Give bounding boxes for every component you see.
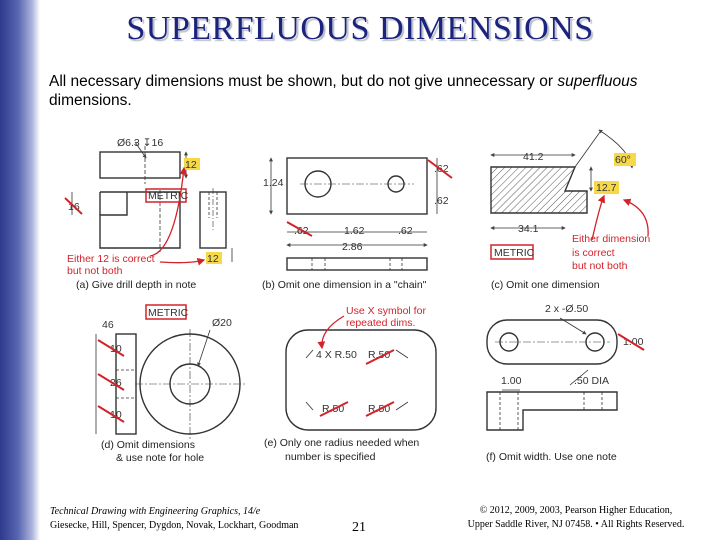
figure-a-labels: 12 Ø6.3 ↧16 16 METRIC 12 Either 12 is co…: [64, 137, 222, 291]
fig-f-dim-100-right: 1.00: [623, 336, 644, 348]
figure-a: [71, 141, 233, 262]
fig-d-dim-10b: 10: [110, 409, 122, 421]
figure-c-labels: 41.2 60° 12.7 34.1 METRIC Either dimensi…: [490, 151, 650, 291]
slide-subtitle: All necessary dimensions must be shown, …: [49, 72, 679, 110]
subtitle-main-text: All necessary dimensions must be shown, …: [49, 73, 558, 90]
fig-c-note-line1: Either dimension: [572, 233, 650, 245]
fig-d-dim-10a: 10: [110, 343, 122, 355]
fig-b-top-view: [286, 257, 428, 271]
side-gradient-bar: [0, 0, 40, 540]
fig-c-note-line3: but not both: [572, 260, 628, 272]
fig-b-dim-286: 2.86: [342, 241, 363, 253]
fig-a-note-line2: but not both: [67, 265, 123, 277]
fig-d-dim-46: 46: [102, 319, 114, 331]
fig-a-dim-12-side: 12: [207, 253, 219, 265]
fig-a-front-view: [99, 191, 181, 249]
fig-a-dim-12-top: 12: [185, 159, 197, 171]
fig-c-angle-60: 60°: [615, 154, 631, 166]
fig-f-caption: (f) Omit width. Use one note: [486, 451, 617, 463]
figure-b-labels: 1.24 .62 .62 .62 1.62 .62 2.86 (b) Omit …: [262, 159, 453, 291]
figure-f-labels: 2 x -Ø.50 1.00 1.00 .50 DIA (f) Omit wid…: [486, 303, 645, 463]
footer-book-title: Technical Drawing with Engineering Graph…: [50, 506, 261, 517]
fig-a-note-line1: Either 12 is correct: [67, 253, 155, 265]
slide-title: SUPERFLUOUS DIMENSIONS: [126, 10, 594, 47]
fig-f-front-view: [486, 391, 618, 431]
fig-f-dim-100-left: 1.00: [501, 375, 522, 387]
fig-a-metric-tag: METRIC: [148, 190, 189, 202]
fig-b-dim-62-bottom: .62: [398, 225, 413, 237]
fig-b-dim-62-right: .62: [434, 195, 449, 207]
fig-a-hole-callout: Ø6.3 ↧16: [117, 137, 163, 149]
figure-d-labels: METRIC 46 Ø20 10 26 10 (d) Omit dimensio…: [97, 304, 232, 464]
fig-a-top-view: [99, 151, 181, 179]
fig-c-metric-tag: METRIC: [494, 247, 535, 259]
fig-c-section-view: [490, 166, 588, 214]
figure-e: [285, 329, 437, 431]
fig-d-dim-26: 26: [110, 377, 122, 389]
fig-d-metric-tag: METRIC: [148, 307, 189, 319]
subtitle-emphasis: superfluous: [557, 73, 638, 90]
fig-c-dim-341: 34.1: [518, 223, 539, 235]
fig-a-caption: (a) Give drill depth in note: [76, 279, 196, 291]
fig-e-caption-line1: (e) Only one radius needed when: [264, 437, 419, 449]
copyright-line1: © 2012, 2009, 2003, Pearson Higher Educa…: [479, 505, 673, 516]
page-number: 21: [352, 520, 366, 535]
fig-d-caption-line1: (d) Omit dimensions: [101, 439, 195, 451]
fig-b-dim-162: 1.62: [344, 225, 365, 237]
fig-e-caption-line2: number is specified: [285, 451, 376, 463]
fig-e-radius-callout: 4 X R.50: [316, 349, 357, 361]
fig-c-dim-412: 41.2: [523, 151, 544, 163]
footer-copyright: © 2012, 2009, 2003, Pearson Higher Educa…: [446, 504, 706, 532]
fig-d-dia-20: Ø20: [212, 317, 232, 329]
fig-f-top-view: [486, 319, 618, 365]
fig-f-hole-callout: 2 x -Ø.50: [545, 303, 588, 315]
fig-d-washer-hole: [169, 363, 211, 405]
fig-c-caption: (c) Omit one dimension: [491, 279, 600, 291]
fig-e-plate: [285, 329, 437, 431]
subtitle-end-text: dimensions.: [49, 92, 132, 109]
fig-b-caption: (b) Omit one dimension in a "chain": [262, 279, 427, 291]
fig-e-note-line1: Use X symbol for: [346, 305, 426, 317]
fig-e-note-line2: repeated dims.: [346, 317, 415, 329]
fig-b-dim-124: 1.24: [263, 177, 284, 189]
figure-f: [486, 317, 618, 431]
fig-b-front-view: [286, 157, 428, 215]
fig-f-dia-50: .50 DIA: [574, 375, 609, 387]
footer-citation: Technical Drawing with Engineering Graph…: [50, 505, 298, 533]
fig-c-note-line2: is correct: [572, 247, 615, 259]
footer-authors: Giesecke, Hill, Spencer, Dygdon, Novak, …: [50, 520, 299, 531]
figure-b: [269, 157, 438, 271]
fig-e-r50-a: R.50: [368, 349, 390, 361]
fig-d-caption-line2: & use note for hole: [116, 452, 204, 464]
fig-c-dim-127: 12.7: [596, 182, 617, 194]
figure-c: [490, 129, 634, 230]
copyright-line2: Upper Saddle River, NJ 07458. • All Righ…: [467, 519, 685, 530]
figure-e-labels: Use X symbol for repeated dims. 4 X R.50…: [264, 305, 426, 463]
